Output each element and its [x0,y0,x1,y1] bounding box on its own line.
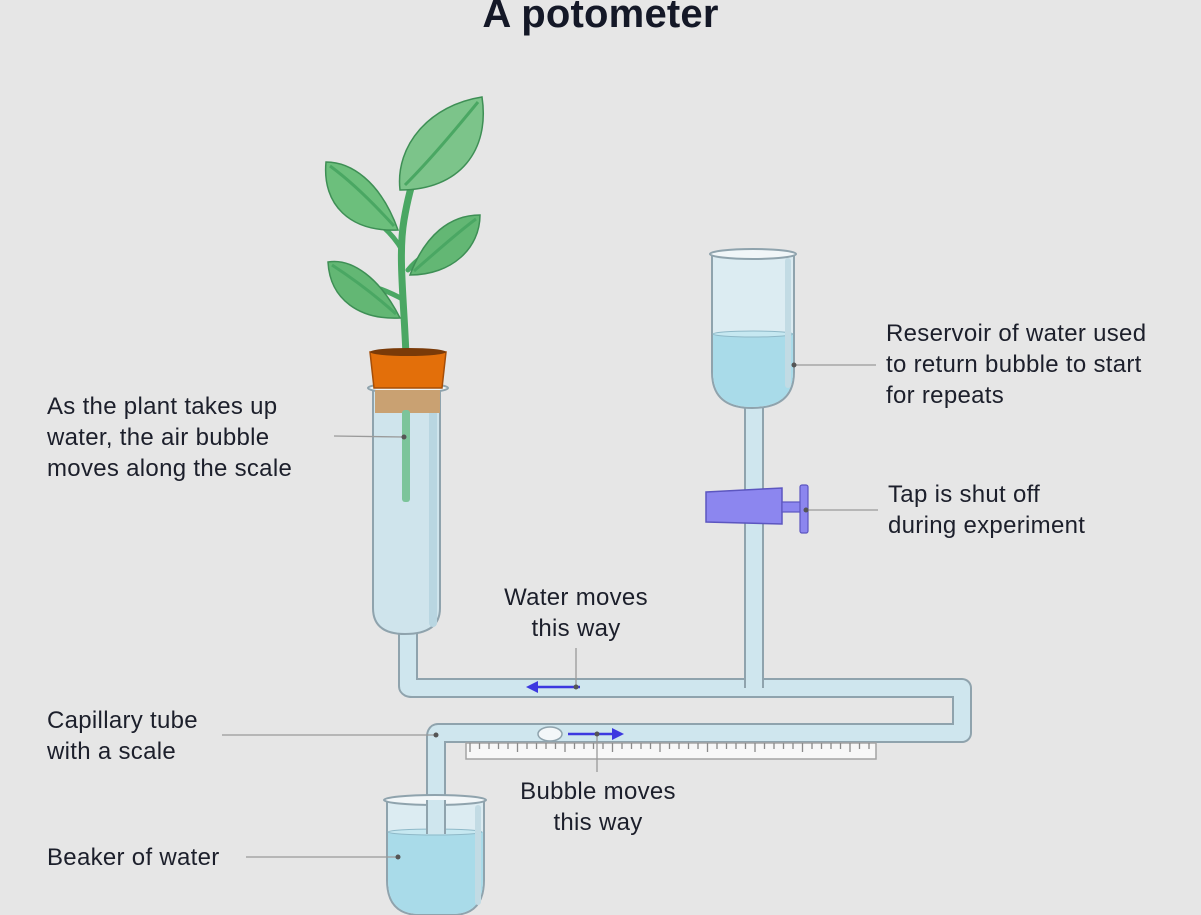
reservoir [709,248,797,410]
plant [324,96,484,389]
label-reservoir: Reservoir of water used to return bubble… [886,320,1147,409]
label-bubble-moves: Bubble moves this way [520,778,676,836]
leader-bubble-moves [594,731,600,772]
label-tap: Tap is shut off during experiment [888,481,1086,539]
label-bubble-scale: As the plant takes up water, the air bub… [47,393,293,482]
label-beaker: Beaker of water [47,844,220,871]
capillary-scale [465,742,877,760]
test-tube [367,382,449,636]
water-direction-arrow [526,681,580,693]
page-title: A potometer [482,0,719,36]
leader-beaker [246,854,401,860]
leader-water-moves [573,648,579,690]
label-capillary: Capillary tube with a scale [47,707,198,765]
air-bubble [537,726,563,742]
tap [705,484,809,534]
leader-capillary [222,732,439,738]
leader-bubble-scale [333,434,407,440]
bubble-direction-arrow [568,728,624,740]
leader-tap [803,507,878,513]
beaker [383,794,487,915]
label-water-moves: Water moves this way [504,584,648,642]
leader-reservoir [791,362,876,368]
